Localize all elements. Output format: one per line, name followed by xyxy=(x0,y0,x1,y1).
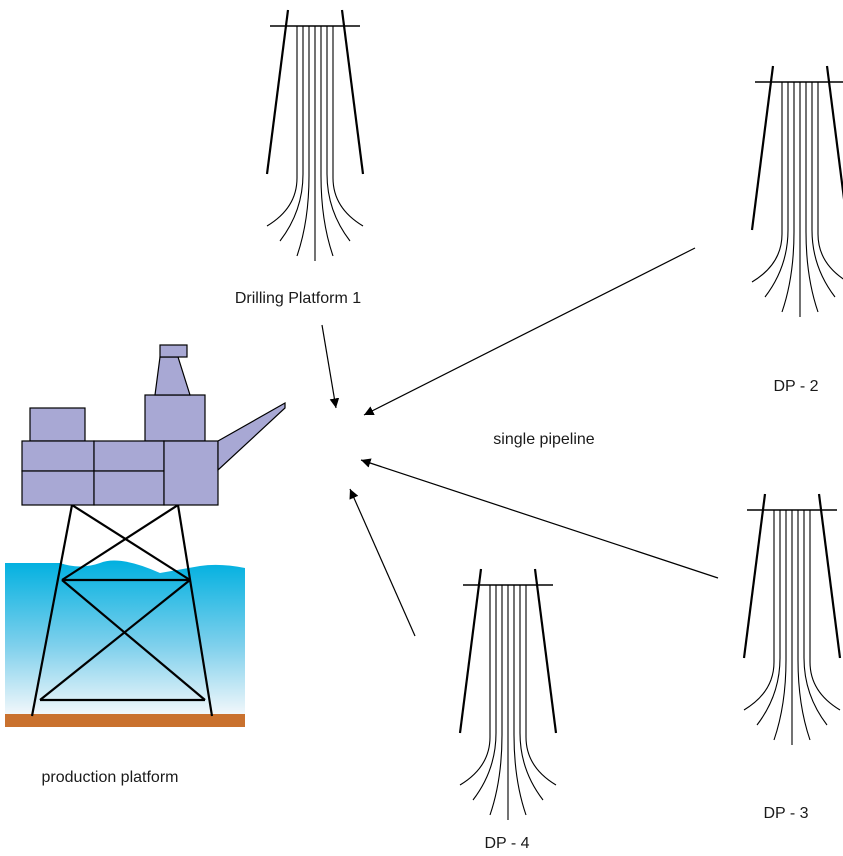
pipeline-arrows xyxy=(321,247,719,637)
sea xyxy=(5,560,245,716)
dp1-label: Drilling Platform 1 xyxy=(235,290,361,307)
jacket-structure xyxy=(30,504,214,717)
arrow-from-dp2 xyxy=(363,247,696,416)
dp3-label: DP - 3 xyxy=(763,805,808,822)
production-platform-label: production platform xyxy=(42,769,179,786)
arrow-from-dp1 xyxy=(321,324,340,409)
production-platform xyxy=(5,344,286,727)
drilling-platform-2 xyxy=(750,64,843,319)
dp2-label: DP - 2 xyxy=(773,378,818,395)
drilling-platform-3 xyxy=(742,492,842,747)
pipeline-label: single pipeline xyxy=(493,431,595,448)
arrow-from-dp3 xyxy=(360,458,719,579)
seabed xyxy=(5,714,245,727)
arrow-from-dp4 xyxy=(349,488,416,637)
drilling-platform-1 xyxy=(265,8,365,263)
dp4-label: DP - 4 xyxy=(484,835,529,852)
topsides xyxy=(21,344,286,506)
drilling-platform-4 xyxy=(458,567,558,822)
